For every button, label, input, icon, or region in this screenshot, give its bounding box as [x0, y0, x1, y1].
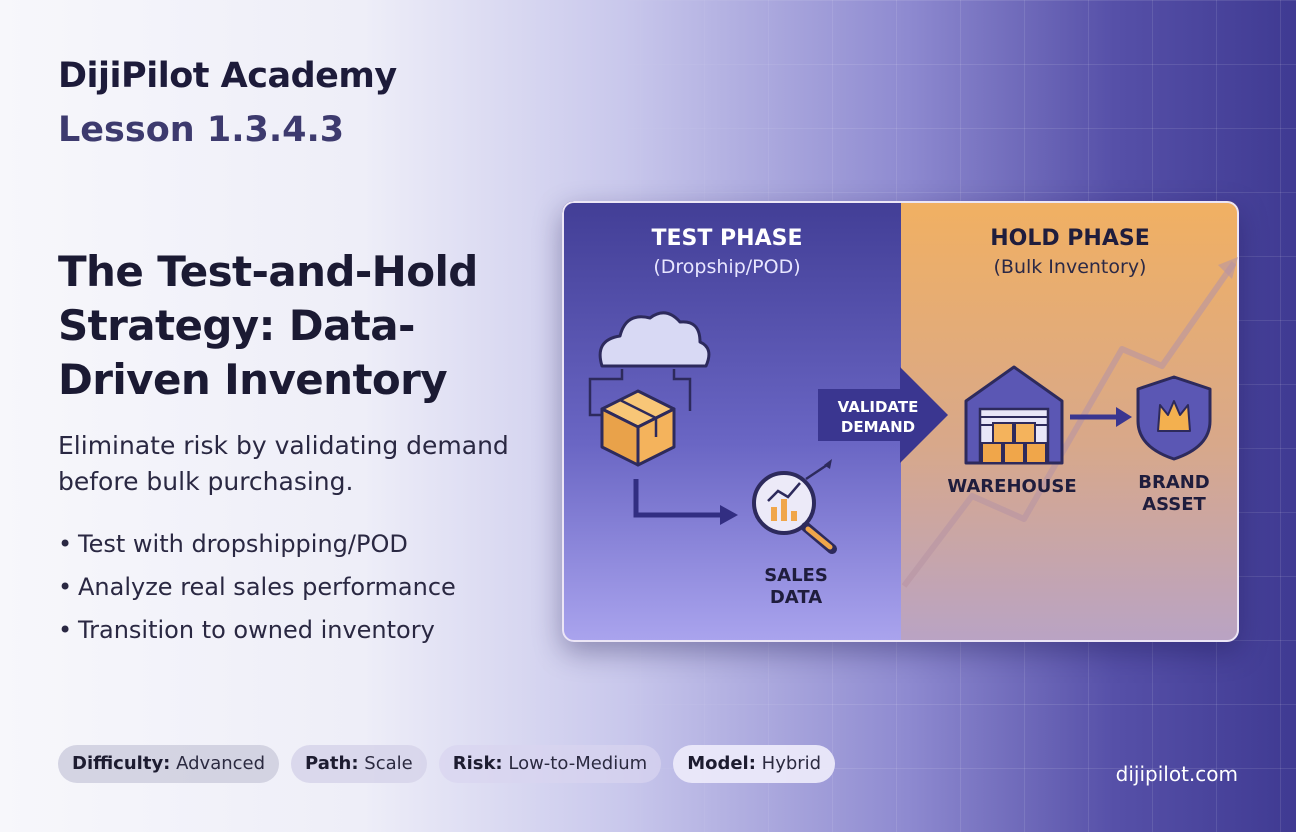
tag-row: Difficulty: Advanced Path: Scale Risk: L…	[58, 745, 836, 783]
bullet-dot-icon: •	[58, 616, 73, 644]
brand-asset-label-line1: BRAND	[1138, 472, 1210, 493]
box-icon	[600, 389, 676, 467]
tag-path: Path: Scale	[291, 745, 427, 783]
bullet-item: •Transition to owned inventory	[58, 609, 456, 652]
bullet-text: Analyze real sales performance	[78, 573, 456, 601]
bullet-item: •Test with dropshipping/POD	[58, 523, 456, 566]
bullet-list: •Test with dropshipping/POD •Analyze rea…	[58, 523, 456, 652]
diagram-svg: TEST PHASE (Dropship/POD) HOLD PHASE (Bu…	[562, 201, 1239, 642]
site-url: dijipilot.com	[1115, 762, 1238, 786]
validate-label-line1: VALIDATE	[838, 398, 919, 416]
tag-key: Model:	[687, 753, 756, 774]
cloud-icon	[598, 311, 711, 368]
test-phase-subtitle: (Dropship/POD)	[653, 256, 800, 278]
sales-data-label-line2: DATA	[770, 587, 822, 608]
bullet-text: Transition to owned inventory	[78, 616, 435, 644]
tag-value: Scale	[364, 753, 413, 774]
trend-line	[901, 261, 1237, 588]
connector-line-left	[588, 369, 624, 417]
tag-value: Advanced	[176, 753, 266, 774]
test-hold-diagram: TEST PHASE (Dropship/POD) HOLD PHASE (Bu…	[562, 201, 1239, 642]
brand-title: DijiPilot Academy	[58, 56, 397, 96]
tag-key: Path:	[305, 753, 359, 774]
warehouse-label: WAREHOUSE	[947, 476, 1076, 497]
tag-value: Low-to-Medium	[508, 753, 648, 774]
sales-flow-arrowhead-icon	[720, 505, 738, 525]
tag-model: Model: Hybrid	[673, 745, 836, 783]
tag-key: Risk:	[452, 753, 503, 774]
page-title: The Test-and-Hold Strategy: Data-Driven …	[58, 247, 478, 404]
bullet-dot-icon: •	[58, 530, 73, 558]
brand-asset-label-line2: ASSET	[1142, 494, 1206, 515]
validate-label-line2: DEMAND	[841, 418, 915, 436]
connector-line-right	[672, 369, 692, 411]
page-subtitle: Eliminate risk by validating demand befo…	[58, 431, 509, 496]
magnifier-chart-icon	[752, 459, 837, 554]
validate-demand-arrow	[818, 367, 948, 463]
bullet-item: •Analyze real sales performance	[58, 566, 456, 609]
trend-arrowhead-icon	[1218, 257, 1238, 279]
tag-key: Difficulty:	[72, 753, 171, 774]
hold-phase-subtitle: (Bulk Inventory)	[994, 256, 1147, 278]
tag-difficulty: Difficulty: Advanced	[58, 745, 280, 783]
lesson-number: Lesson 1.3.4.3	[58, 110, 345, 150]
warehouse-icon	[964, 365, 1064, 465]
test-phase-title: TEST PHASE	[652, 226, 803, 251]
sales-data-label-line1: SALES	[764, 565, 828, 586]
hold-phase-title: HOLD PHASE	[990, 226, 1150, 251]
bullet-dot-icon: •	[58, 573, 73, 601]
tag-risk: Risk: Low-to-Medium	[438, 745, 662, 783]
diagram-border	[562, 201, 1239, 642]
brand-flow-arrowhead-icon	[1116, 407, 1132, 427]
sales-flow-line	[633, 479, 722, 518]
bullet-text: Test with dropshipping/POD	[78, 530, 408, 558]
shield-crown-icon	[1136, 375, 1212, 461]
tag-value: Hybrid	[761, 753, 822, 774]
